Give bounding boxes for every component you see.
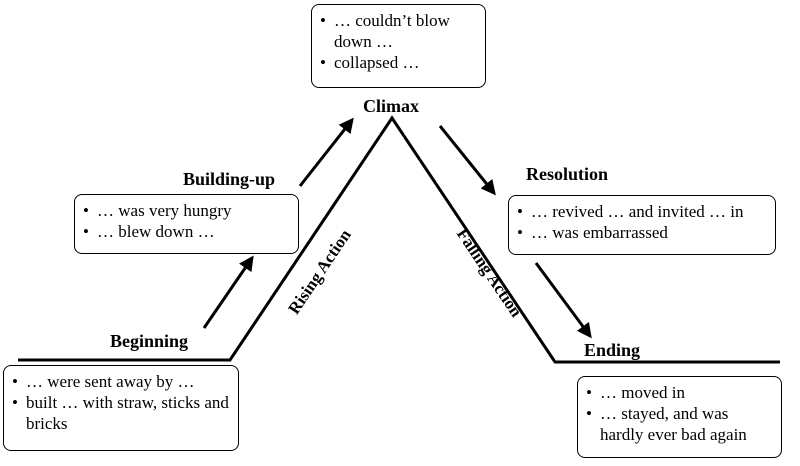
resolution-item: … revived … and invited … in [517,201,769,222]
climax-label: Climax [363,96,419,116]
resolution-label: Resolution [526,164,609,184]
ending-item: … moved in [586,382,775,403]
ending-item: … stayed, and was hardly ever bad again [586,403,775,445]
resolution-box: … revived … and invited … in … was embar… [508,195,776,255]
beginning-item: built … with straw, sticks and bricks [12,392,232,434]
resolution-item: … was embarrassed [517,222,769,243]
building-up-item: … blew down … [83,221,292,242]
building-up-label: Building-up [183,169,276,189]
arrow-resolution-to-ending [534,262,592,339]
arrow-beginning-to-building-up [202,255,254,329]
beginning-label: Beginning [110,331,189,351]
plot-mountain-line [18,115,780,364]
beginning-box: … were sent away by … built … with straw… [3,365,239,451]
building-up-box: … was very hungry … blew down … [74,194,299,254]
climax-item: collapsed … [320,52,479,73]
climax-item: … couldn’t blow down … [320,10,479,52]
beginning-item: … were sent away by … [12,371,232,392]
ending-box: … moved in … stayed, and was hardly ever… [577,376,782,458]
ending-label: Ending [584,340,641,360]
building-up-item: … was very hungry [83,200,292,221]
arrow-building-up-to-climax [298,117,354,187]
arrow-climax-to-resolution [438,125,496,196]
climax-box: … couldn’t blow down … collapsed … [311,4,486,88]
